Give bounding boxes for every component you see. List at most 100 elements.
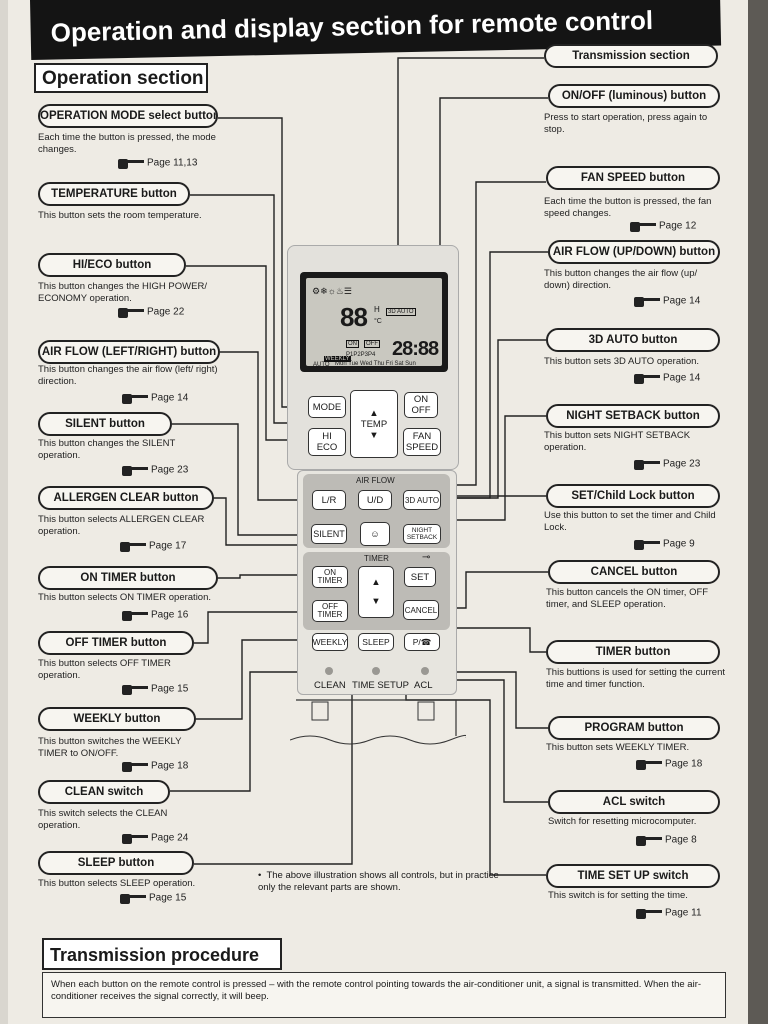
acl-switch[interactable] <box>421 667 429 675</box>
page-ref: Page 14 <box>634 372 700 384</box>
callout-desc: This button selects OFF TIMER operation. <box>38 658 171 681</box>
lcd-weekly: WEEKLY <box>324 356 351 362</box>
callout-sleep-button: SLEEP button <box>38 851 194 875</box>
page-ref: Page 22 <box>118 306 184 318</box>
callout-desc: This button changes the air flow (up/ do… <box>544 268 698 291</box>
page-ref: Page 11 <box>636 907 702 919</box>
clean-label: CLEAN <box>314 680 346 691</box>
callout-clean-switch: CLEAN switch <box>38 780 170 804</box>
3d-auto-button[interactable]: 3D AUTO <box>403 490 441 510</box>
lcd-mode-icons: ⚙❄☼♨☰ <box>312 286 352 296</box>
page-edge <box>748 0 768 1024</box>
callout-desc: Use this button to set the timer and Chi… <box>544 510 716 533</box>
lcd-on: ON <box>346 340 359 348</box>
callout-desc: This button switches the WEEKLY TIMER to… <box>38 736 182 759</box>
callout-night-setback-button: NIGHT SETBACK button <box>546 404 720 428</box>
callout-acl-switch: ACL switch <box>548 790 720 814</box>
program-button[interactable]: P/☎ <box>404 633 440 651</box>
timer-button[interactable]: ▲ ▼ <box>358 566 394 618</box>
callout-desc: This button sets the room temperature. <box>38 210 202 221</box>
clean-switch[interactable] <box>325 667 333 675</box>
pointing-hand-icon <box>120 540 146 552</box>
allergen-clear-button[interactable]: ☺ <box>360 522 390 546</box>
callout-on-off-button: ON/OFF (luminous) button <box>548 84 720 108</box>
page-ref: Page 12 <box>630 220 696 232</box>
timer-label: TIMER <box>364 554 389 563</box>
callout-desc: Each time the button is pressed, the mod… <box>38 132 216 155</box>
callout-airflow-lr-button: AIR FLOW (LEFT/RIGHT) button <box>38 340 220 364</box>
callout-allergen-clear-button: ALLERGEN CLEAR button <box>38 486 214 510</box>
pointing-hand-icon <box>636 834 662 846</box>
callout-timer-button: TIMER button <box>546 640 720 664</box>
timer-down-arrow-icon: ▼ <box>371 596 381 607</box>
ud-button[interactable]: U/D <box>358 490 392 510</box>
callout-on-timer-button: ON TIMER button <box>38 566 218 590</box>
program-label: P/ <box>412 636 421 647</box>
callout-cancel-button: CANCEL button <box>548 560 720 584</box>
pointing-hand-icon <box>122 392 148 404</box>
cancel-button[interactable]: CANCEL <box>403 600 439 620</box>
pointing-hand-icon <box>118 157 144 169</box>
child-lock-key-icon: ⊸ <box>422 552 431 563</box>
lcd-celsius: °C <box>374 318 382 325</box>
allergen-face-icon: ☺ <box>370 528 380 540</box>
lcd-clock-digits: 28:88 <box>392 338 439 360</box>
callout-set-child-lock-button: SET/Child Lock button <box>546 484 720 508</box>
temp-label: TEMP <box>360 418 388 430</box>
lr-button[interactable]: L/R <box>312 490 346 510</box>
pointing-hand-icon <box>634 458 660 470</box>
weekly-button[interactable]: WEEKLY <box>312 633 348 651</box>
temp-down-arrow-icon: ▼ <box>369 429 379 441</box>
callout-desc: This button changes the air flow (left/ … <box>38 364 218 387</box>
callout-desc: This button cancels the ON timer, OFF ti… <box>546 587 709 610</box>
page-ref: Page 24 <box>122 832 188 844</box>
time-setup-switch[interactable] <box>372 667 380 675</box>
silent-button[interactable]: SILENT <box>311 524 347 544</box>
off-timer-button[interactable]: OFF TIMER <box>312 600 348 622</box>
pointing-hand-icon <box>634 295 660 307</box>
illustration-note: • The above illustration shows all contr… <box>258 870 499 893</box>
callout-temperature-button: TEMPERATURE button <box>38 182 190 206</box>
fan-speed-button[interactable]: FAN SPEED <box>403 428 441 456</box>
mode-button[interactable]: MODE <box>308 396 346 418</box>
pointing-hand-icon <box>634 538 660 550</box>
pointing-hand-icon <box>122 683 148 695</box>
lcd-hi-label: H <box>374 305 380 314</box>
transmission-procedure-title: Transmission procedure <box>42 938 282 970</box>
callout-silent-button: SILENT button <box>38 412 172 436</box>
callout-program-button: PROGRAM button <box>548 716 720 740</box>
airflow-label: AIR FLOW <box>356 476 395 485</box>
callout-hi-eco-button: HI/ECO button <box>38 253 186 277</box>
callout-desc: This switch selects the CLEAN operation. <box>38 808 168 831</box>
on-off-button[interactable]: ON OFF <box>404 392 438 418</box>
page-ref: Page 15 <box>122 683 188 695</box>
callout-3d-auto-button: 3D AUTO button <box>546 328 720 352</box>
page-ref: Page 18 <box>122 760 188 772</box>
page-ref: Page 23 <box>634 458 700 470</box>
lcd-weekdays: Mon Tue Wed Thu Fri Sat Sun <box>335 361 416 367</box>
callout-desc: This button sets NIGHT SETBACK operation… <box>544 430 691 453</box>
lcd-off: OFF <box>364 340 380 348</box>
callout-operation-mode-button: OPERATION MODE select button <box>38 104 218 128</box>
transmission-procedure-text: When each button on the remote control i… <box>42 972 726 1018</box>
callout-desc: This button selects ON TIMER operation. <box>38 592 212 603</box>
lcd-programs: P1P2P3P4 <box>346 352 376 358</box>
night-setback-button[interactable]: NIGHT SETBACK <box>403 524 441 544</box>
callout-desc: This button sets WEEKLY TIMER. <box>546 742 690 753</box>
callout-airflow-ud-button: AIR FLOW (UP/DOWN) button <box>548 240 720 264</box>
callout-desc: This button sets 3D AUTO operation. <box>544 356 700 367</box>
hi-eco-button[interactable]: HI ECO <box>308 428 346 456</box>
pointing-hand-icon <box>122 609 148 621</box>
sleep-button[interactable]: SLEEP <box>358 633 394 651</box>
page-ref: Page 15 <box>120 892 186 904</box>
set-button[interactable]: SET <box>404 567 436 587</box>
callout-desc: This button changes the SILENT operation… <box>38 438 176 461</box>
callout-time-set-up-switch: TIME SET UP switch <box>546 864 720 888</box>
lcd-display <box>306 278 442 366</box>
temp-rocker[interactable]: ▲ TEMP ▼ <box>350 390 398 458</box>
callout-desc: This button selects ALLERGEN CLEAR opera… <box>38 514 205 537</box>
timer-up-arrow-icon: ▲ <box>371 577 381 588</box>
pointing-hand-icon <box>636 907 662 919</box>
temp-up-arrow-icon: ▲ <box>369 407 379 419</box>
on-timer-button[interactable]: ON TIMER <box>312 566 348 588</box>
